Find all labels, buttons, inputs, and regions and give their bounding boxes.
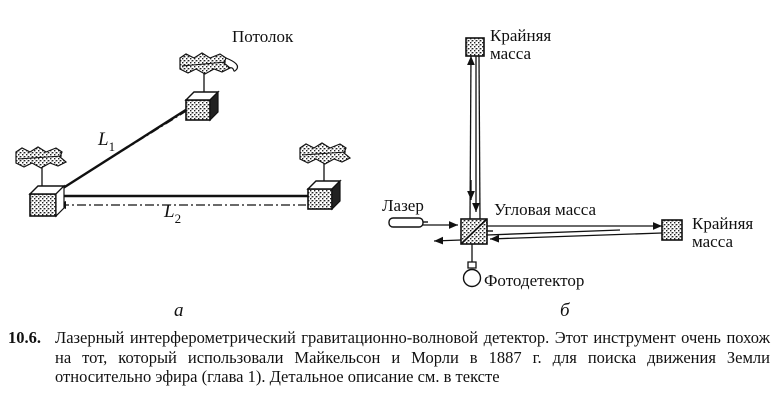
photodetector-label: Фотодетектор: [484, 271, 584, 290]
ceiling-label: Потолок: [232, 27, 294, 46]
arm2-subscript: 2: [175, 211, 182, 226]
ceiling-mount-right: [299, 142, 352, 165]
figure-number: 10.6.: [8, 328, 41, 347]
end-mass-top-label-2: масса: [490, 44, 531, 63]
corner-mass-label: Угловая масса: [494, 200, 597, 219]
test-mass-corner: [28, 184, 66, 218]
end-mass-right: [661, 219, 683, 241]
arm2-label: L2: [163, 201, 181, 226]
laser: [388, 217, 428, 228]
ceiling-mount-left: [15, 146, 68, 169]
corner-mass: [460, 218, 493, 245]
arm-2: [56, 194, 308, 209]
arm2-letter: L: [163, 201, 175, 222]
end-mass-right-label-1: Крайняя: [692, 214, 753, 233]
end-mass-top-label-1: Крайняя: [490, 26, 551, 45]
figure-caption: 10.6. Лазерный интерферометрический грав…: [8, 328, 770, 387]
arm-1: [49, 104, 193, 197]
photodetector: [462, 244, 482, 288]
end-mass-right-label-2: масса: [692, 232, 733, 251]
vertical-beams: [467, 55, 481, 220]
caption-text: Лазерный интерферометрический гравитацио…: [55, 328, 770, 386]
ceiling-mount-top: [179, 52, 239, 75]
panel-b-tag: б: [560, 300, 571, 321]
horizontal-beams: [420, 221, 663, 245]
arm1-label: L1: [97, 129, 115, 154]
panel-a: Потолок L1 L2 а: [15, 27, 352, 321]
laser-label: Лазер: [382, 196, 424, 215]
arm1-letter: L: [97, 129, 109, 150]
test-mass-right: [306, 179, 342, 211]
panel-a-tag: а: [174, 300, 184, 321]
arm1-subscript: 1: [109, 139, 116, 154]
panel-b: Крайняя масса Лазер Угловая масса Крайня…: [382, 26, 753, 321]
test-mass-top: [184, 90, 220, 122]
end-mass-top: [465, 37, 485, 57]
suspension-wires: [41, 73, 325, 186]
